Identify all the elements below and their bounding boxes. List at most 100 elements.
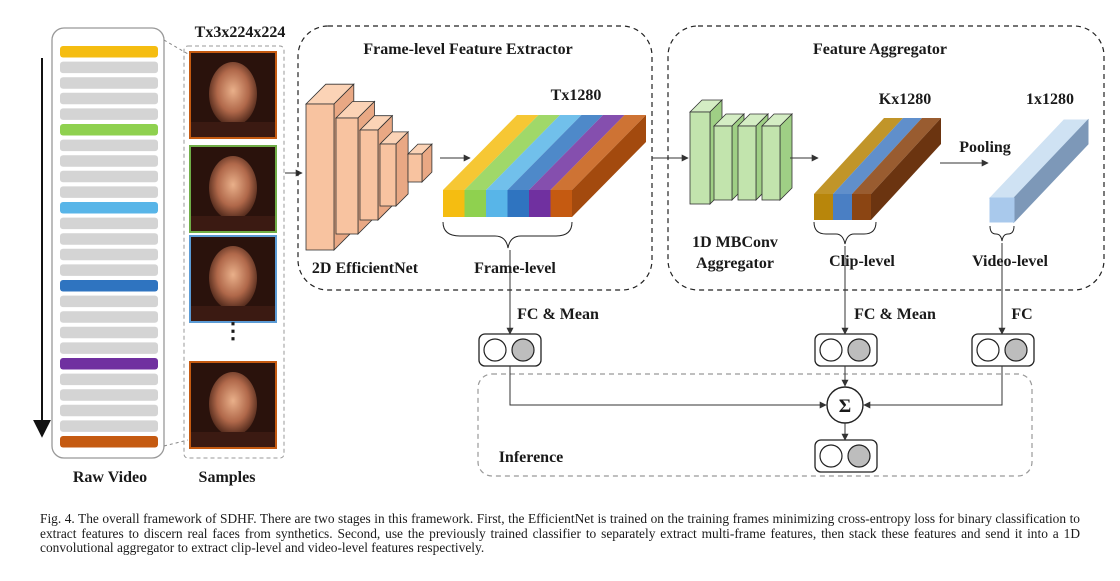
block-front — [713, 125, 733, 201]
block-side — [395, 130, 409, 207]
sum-symbol: Σ — [839, 396, 851, 417]
clip-stripe-front — [852, 194, 871, 220]
frame-stripe-front — [550, 190, 572, 217]
video-level-label: Video-level — [972, 253, 1048, 270]
face-collar — [191, 432, 275, 447]
sample-frame — [189, 51, 277, 139]
block-front — [359, 129, 379, 221]
raw-video-bars — [60, 46, 158, 448]
efficientnet-block — [379, 130, 410, 207]
sample-frame — [189, 145, 277, 233]
face-collar — [191, 216, 275, 231]
clip-level-feature-block — [814, 118, 941, 220]
sample-frame — [189, 235, 277, 323]
block-front — [407, 153, 423, 183]
frame-level-feature-block — [443, 115, 646, 217]
clip-stripe-top — [814, 118, 903, 194]
clip-stripe-top — [833, 118, 922, 194]
raw-frame-bar — [60, 420, 158, 432]
raw-keyframe-bar — [60, 280, 158, 292]
mbconv-label-line2: Aggregator — [696, 255, 774, 272]
frame-block-side — [572, 115, 646, 217]
video-level-feature-block — [988, 118, 1090, 224]
efficientnet-label: 2D EfficientNet — [312, 260, 419, 277]
raw-frame-bar — [60, 61, 158, 74]
frame-stripe-top — [486, 115, 582, 190]
frame-extractor-title: Frame-level Feature Extractor — [363, 41, 572, 58]
block-front — [305, 103, 335, 251]
classifier-output-clip — [814, 333, 878, 367]
final-output — [814, 439, 878, 473]
face-shape — [209, 62, 257, 126]
face-shape — [209, 372, 257, 436]
raw-frame-bar — [60, 295, 158, 308]
frame-stripe-top — [550, 115, 646, 190]
frame-stripe-top — [529, 115, 625, 190]
efficientnet-blocks — [305, 83, 433, 251]
raw-keyframe-bar — [60, 358, 158, 370]
raw-frame-bar — [60, 186, 158, 198]
fc-mean-label-clip: FC & Mean — [854, 306, 936, 323]
frame-stripe-front — [507, 190, 529, 217]
raw-frame-bar — [60, 342, 158, 354]
raw-frame-bar — [60, 233, 158, 245]
sample-frames — [189, 51, 277, 449]
frame-level-label: Frame-level — [474, 260, 556, 277]
clip-stripe-front — [833, 194, 852, 220]
raw-keyframe-bar — [60, 202, 158, 214]
frame-stripe-front — [464, 190, 486, 217]
mbconv-block — [761, 113, 793, 201]
video-to-sum-arrow — [863, 366, 1003, 409]
frame-level-brace — [442, 221, 573, 249]
frame-stripe-front — [486, 190, 508, 217]
raw-frame-bar — [60, 389, 158, 401]
raw-frame-bar — [60, 92, 158, 105]
raw-frame-bar — [60, 170, 158, 183]
clip-stripe-front — [814, 194, 833, 220]
samples-dimension: Tx3x224x224 — [195, 24, 286, 41]
zoom-connector-top — [163, 39, 189, 55]
face-shape — [209, 156, 257, 220]
clip-level-brace — [813, 221, 877, 245]
raw-frame-bar — [60, 326, 158, 339]
inference-label: Inference — [499, 449, 564, 466]
face-collar — [191, 122, 275, 137]
raw-keyframe-bar — [60, 46, 158, 58]
fc-label-video: FC — [1011, 306, 1032, 323]
classifier-output-video — [971, 333, 1035, 367]
samples-label: Samples — [199, 469, 256, 486]
raw-frame-bar — [60, 139, 158, 152]
face-collar — [191, 306, 275, 321]
block-front — [689, 111, 711, 205]
raw-frame-bar — [60, 311, 158, 323]
video-dimension: 1x1280 — [1026, 91, 1074, 108]
face-shape — [209, 246, 257, 310]
block-front — [737, 125, 757, 201]
block-front — [761, 125, 781, 201]
frame-stripe-front — [529, 190, 551, 217]
raw-frame-bar — [60, 373, 158, 386]
inference-box — [477, 373, 1033, 477]
samples-frame — [183, 45, 285, 459]
block-front — [335, 117, 359, 235]
frame-stripe-top — [443, 115, 539, 190]
raw-frame-bar — [60, 248, 158, 261]
frame-to-sum-arrow — [509, 366, 827, 409]
samples-ellipsis: ⋮ — [222, 318, 244, 343]
raw-frame-bar — [60, 217, 158, 230]
raw-frame-bar — [60, 155, 158, 167]
figure-caption: Fig. 4. The overall framework of SDHF. T… — [40, 511, 1080, 556]
block-front — [379, 143, 397, 207]
clip-block-side — [871, 118, 941, 220]
pooling-label: Pooling — [959, 139, 1011, 156]
raw-keyframe-bar — [60, 124, 158, 136]
raw-video-label: Raw Video — [73, 469, 147, 486]
clip-dimension: Kx1280 — [879, 91, 931, 108]
raw-frame-bar — [60, 264, 158, 276]
sample-frame — [189, 361, 277, 449]
raw-keyframe-bar — [60, 436, 158, 448]
clip-stripe-top — [852, 118, 941, 194]
clip-level-label: Clip-level — [829, 253, 895, 270]
raw-frame-bar — [60, 108, 158, 120]
video-level-brace — [989, 225, 1015, 242]
